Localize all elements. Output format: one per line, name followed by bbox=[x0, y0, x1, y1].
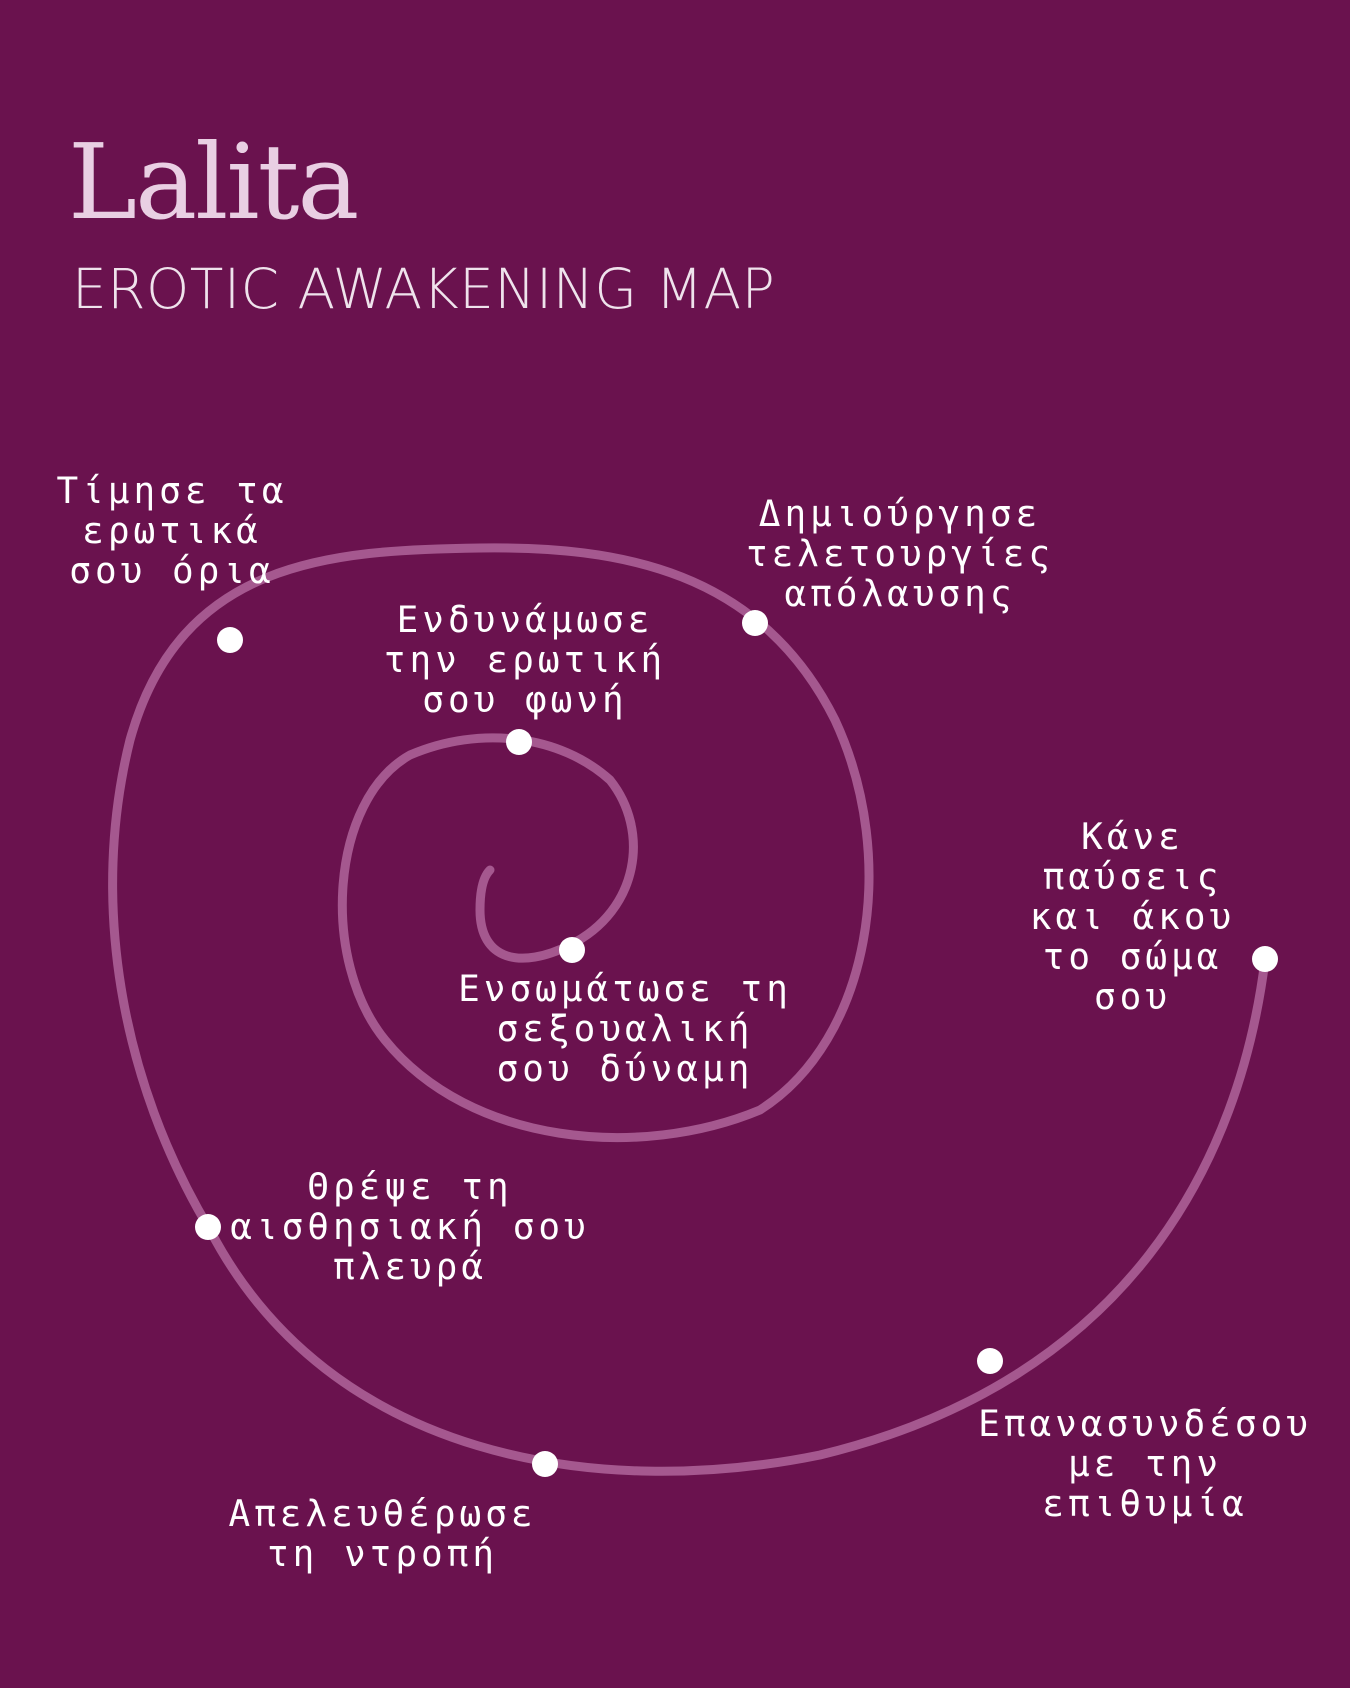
step-label-1: Τίμησε τα ερωτικά σου όρια bbox=[56, 471, 288, 592]
brand-logo: Lalita bbox=[68, 121, 359, 243]
step-dot-3 bbox=[506, 729, 532, 755]
step-label-4: Κάνε παύσεις και άκου το σώμα σου bbox=[1029, 817, 1236, 1018]
step-markers bbox=[195, 610, 1278, 1477]
step-dot-1 bbox=[217, 627, 243, 653]
page-title: EROTIC AWAKENING MAP bbox=[72, 257, 776, 321]
step-dot-2 bbox=[742, 610, 768, 636]
step-label-5: Ενσωμάτωσε τη σεξουαλική σου δύναμη bbox=[458, 969, 792, 1090]
step-dot-7 bbox=[977, 1348, 1003, 1374]
step-label-8: Απελευθέρωσε τη ντροπή bbox=[228, 1494, 537, 1575]
step-label-6: Θρέψε τη αισθησιακή σου πλευρά bbox=[230, 1167, 590, 1288]
spiral-path bbox=[108, 543, 1270, 1476]
step-dot-4 bbox=[1252, 946, 1278, 972]
step-label-3: Ενδυνάμωσε την ερωτική σου φωνή bbox=[383, 600, 667, 721]
step-label-2: Δημιούργησε τελετουργίες απόλαυσης bbox=[745, 494, 1055, 615]
step-dot-6 bbox=[195, 1214, 221, 1240]
step-label-7: Επανασυνδέσου με την επιθυμία bbox=[978, 1404, 1312, 1525]
step-dot-5 bbox=[559, 937, 585, 963]
step-dot-8 bbox=[532, 1451, 558, 1477]
